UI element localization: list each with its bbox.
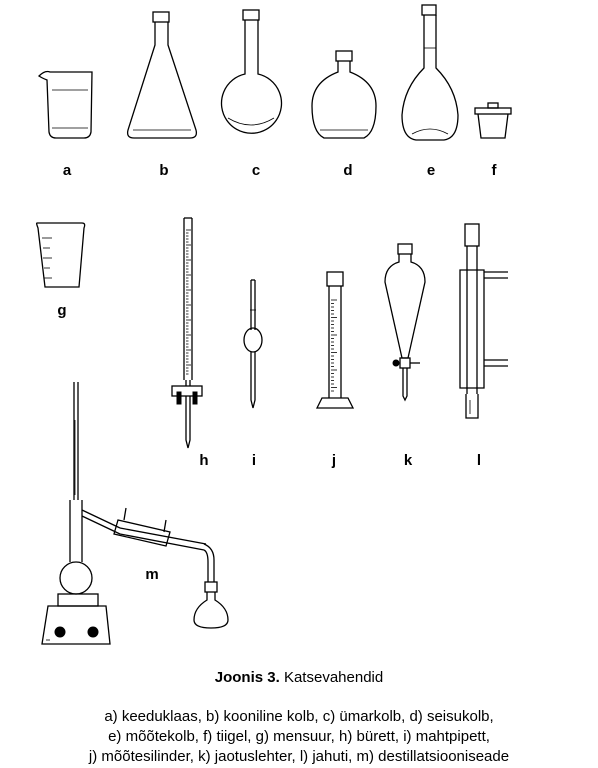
flat-bottom-flask-drawing bbox=[311, 50, 377, 139]
label-f: f bbox=[491, 162, 497, 179]
glassware-drawing bbox=[36, 4, 512, 645]
condenser-drawing bbox=[459, 223, 508, 419]
label-m: m bbox=[145, 566, 159, 583]
volumetric-flask-drawing bbox=[401, 4, 459, 141]
round-bottom-flask-drawing bbox=[220, 9, 283, 134]
figure-caption: Joonis 3. Katsevahendid bbox=[0, 669, 598, 686]
label-e: e bbox=[426, 162, 436, 179]
caption-title: Katsevahendid bbox=[279, 669, 384, 686]
legend-line: j) mõõtesilinder, k) jaotuslehter, l) ja… bbox=[88, 748, 510, 765]
distillation-apparatus-drawing bbox=[41, 382, 229, 645]
label-j: j bbox=[331, 452, 337, 469]
measuring-cup-drawing bbox=[36, 222, 86, 288]
label-c: c bbox=[251, 162, 261, 179]
label-b: b bbox=[159, 162, 169, 179]
label-a: a bbox=[62, 162, 72, 179]
crucible-drawing bbox=[474, 102, 512, 139]
burette-drawing bbox=[171, 217, 203, 449]
beaker-drawing bbox=[37, 70, 93, 139]
label-d: d bbox=[343, 162, 353, 179]
separatory-funnel-drawing bbox=[384, 243, 426, 402]
label-h: h bbox=[199, 452, 209, 469]
legend-line: a) keeduklaas, b) kooniline kolb, c) üma… bbox=[104, 708, 494, 725]
volumetric-pipette-drawing bbox=[243, 279, 263, 409]
glassware-figure: a b c d e f g h i j k l m bbox=[36, 4, 512, 645]
conical-flask-drawing bbox=[126, 11, 198, 139]
legend-line: e) mõõtekolb, f) tiigel, g) mensuur, h) … bbox=[108, 728, 490, 745]
caption-number: Joonis 3. bbox=[214, 669, 280, 686]
label-i: i bbox=[251, 452, 257, 469]
graduated-cylinder-drawing bbox=[315, 271, 355, 409]
figure-legend: a) keeduklaas, b) kooniline kolb, c) üma… bbox=[0, 707, 598, 767]
label-g: g bbox=[57, 302, 67, 319]
label-l: l bbox=[476, 452, 482, 469]
label-k: k bbox=[403, 452, 413, 469]
